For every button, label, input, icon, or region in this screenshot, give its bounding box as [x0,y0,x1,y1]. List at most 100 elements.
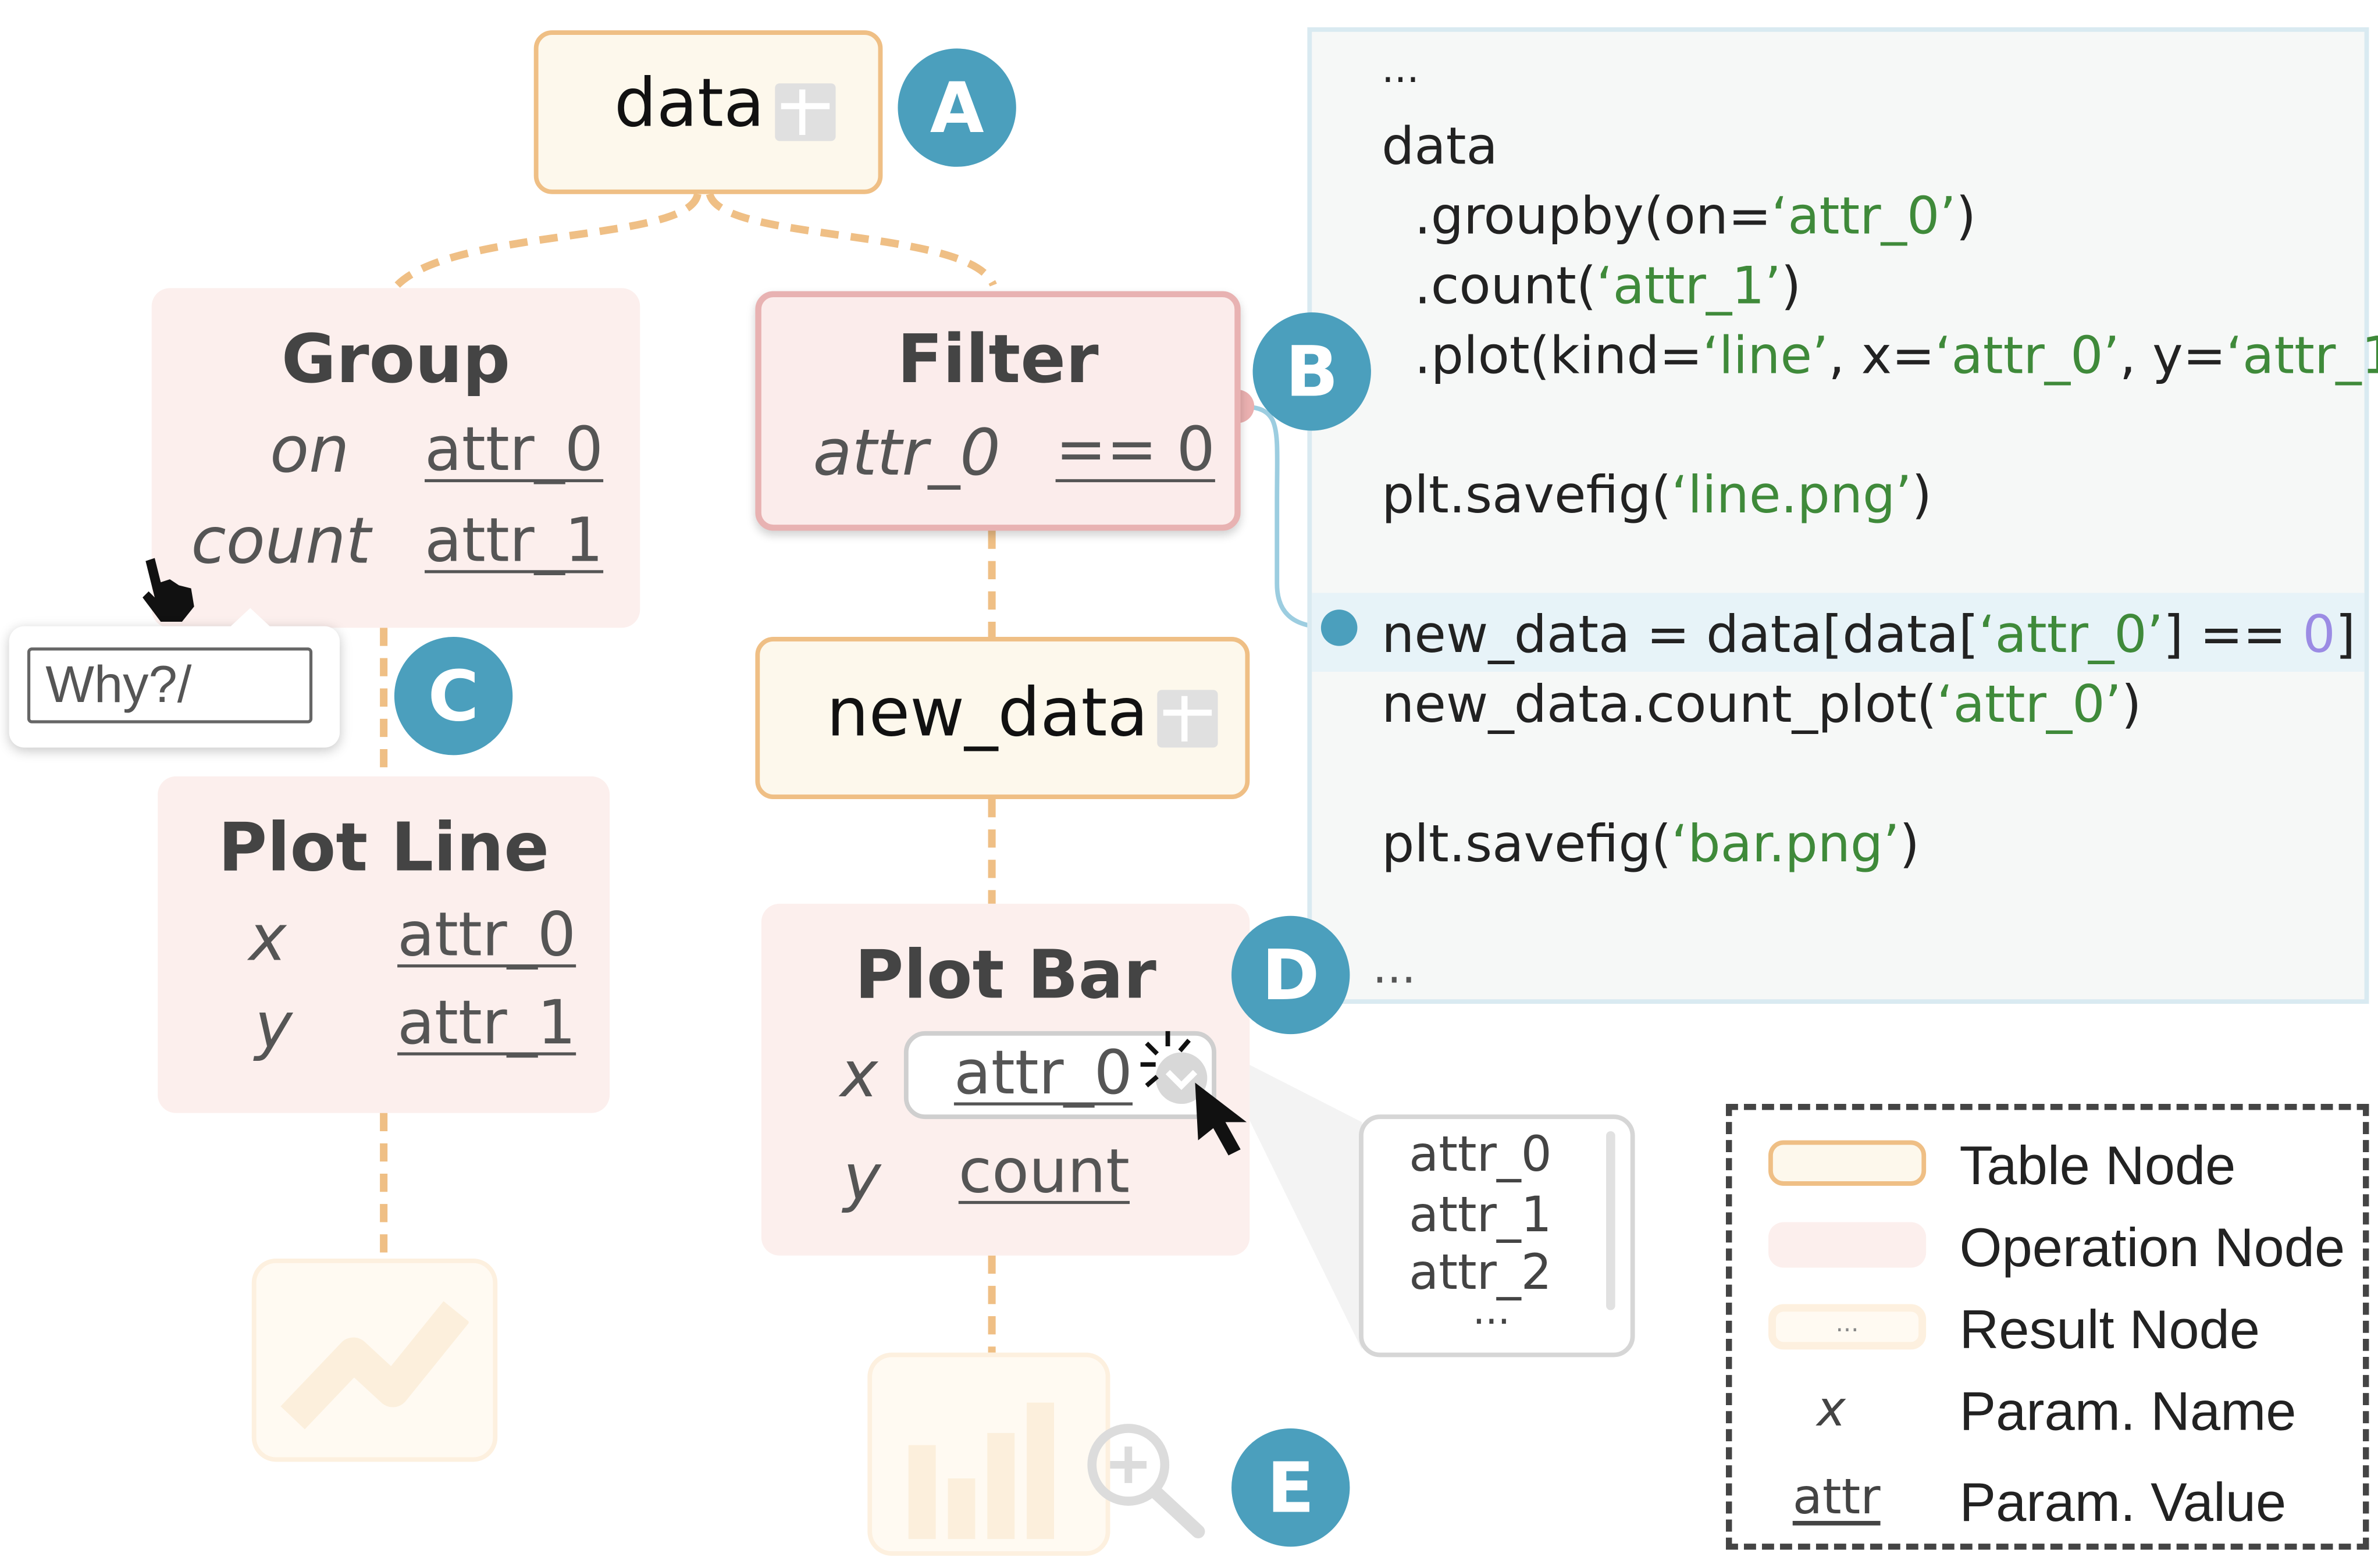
table-node-label: data [614,65,765,143]
node-title: Filter [897,321,1099,399]
param-value[interactable]: attr_1 [425,506,604,576]
table-icon [775,83,836,141]
param-value[interactable]: attr_0 [397,900,576,971]
code-token: ) [1911,465,1932,526]
code-highlight-row [1312,593,2365,672]
code-line: plt.savefig(‘bar.png’) [1382,814,1920,875]
code-token: new_data = data[data[ [1382,605,1979,666]
operation-node-plot-line[interactable]: Plot Line x attr_0 y attr_1 [158,776,610,1113]
legend-label: Table Node [1959,1134,2236,1197]
code-token: ) [1781,256,1802,317]
code-string: ‘attr_1’ [2226,326,2378,387]
line-chart-icon [280,1301,469,1430]
legend-swatch-table-node [1768,1140,1927,1186]
code-line: new_data = data[data[‘attr_0’] == 0] [1382,605,2355,665]
code-token: plt.savefig( [1382,814,1672,875]
code-string: ‘attr_0’ [1936,675,2121,736]
legend: Table Node Operation Node ... Result Nod… [1725,1104,2369,1550]
param-value[interactable]: count [958,1137,1130,1207]
node-title: Plot Bar [855,937,1156,1015]
legend-param-value-example: attr [1792,1467,1881,1526]
code-token: data [1382,116,1498,178]
code-token: ] == [2163,605,2303,666]
param-value[interactable]: attr_1 [397,988,576,1059]
edge-data-to-group [394,193,702,288]
code-string: ‘attr_0’ [1978,605,2163,666]
legend-label: Param. Name [1959,1380,2297,1442]
code-link-dot [1320,610,1358,646]
code-token: , x= [1828,326,1935,387]
code-token: ) [2121,675,2142,736]
param-value: attr_0 [953,1038,1133,1109]
code-line: .count(‘attr_1’) [1382,256,1801,317]
code-token: ) [1956,186,1977,247]
param-value[interactable]: == 0 [1055,415,1215,486]
code-token: .plot(kind= [1382,326,1703,387]
code-line: ... [1382,47,1419,92]
dropdown-option[interactable]: attr_1 [1409,1185,1552,1243]
code-line: plt.savefig(‘line.png’) [1382,465,1932,526]
legend-swatch-result-node: ... [1768,1304,1927,1350]
code-string: ‘line.png’ [1671,465,1912,526]
badge-d: D [1231,915,1350,1035]
code-line: data [1382,117,1498,177]
edge-data-to-filter [706,193,997,287]
code-line: .plot(kind=‘line’, x=‘attr_0’, y=‘attr_1… [1382,326,2378,387]
code-token: .groupby(on= [1382,186,1772,247]
badge-b: B [1252,312,1371,431]
dropdown-option[interactable]: attr_0 [1409,1125,1552,1183]
param-name: y [843,1140,881,1215]
param-value-selector[interactable]: attr_0 [903,1031,1216,1120]
legend-label: Result Node [1959,1298,2260,1360]
table-node-new-data[interactable]: new_data [755,637,1250,799]
legend-label: Operation Node [1959,1216,2345,1278]
code-string: ‘bar.png’ [1671,814,1900,875]
legend-swatch-operation-node [1768,1222,1927,1268]
dropdown-option[interactable]: attr_2 [1409,1243,1552,1301]
code-token: ) [1899,814,1920,875]
code-number: 0 [2302,605,2336,666]
code-token: ] [2335,605,2356,666]
code-token: .count( [1382,256,1597,317]
chevron-down-icon[interactable] [1151,1048,1212,1109]
popup-pointer [227,608,273,629]
code-trailing-ellipsis: ... [1372,942,1416,995]
badge-e: E [1231,1428,1350,1547]
table-node-data[interactable]: data [533,30,883,194]
code-token: ... [1382,47,1419,93]
code-string: ‘line’ [1702,326,1829,387]
badge-c: C [394,637,513,756]
cursor-icon [1140,1031,1247,1156]
code-panel: ...data .groupby(on=‘attr_0’) .count(‘at… [1307,27,2378,1004]
operation-node-filter[interactable]: Filter attr_0 == 0 [755,291,1241,531]
code-string: ‘attr_0’ [1771,186,1956,247]
param-value[interactable]: attr_0 [425,415,604,486]
dropdown-more: ... [1472,1289,1511,1335]
dropdown-list[interactable]: attr_0 attr_1 attr_2 ... [1359,1114,1635,1357]
node-title: Group [281,321,511,399]
legend-param-name-example: x [1817,1380,1846,1438]
result-node-line-chart[interactable] [251,1258,498,1462]
badge-a: A [898,48,1016,167]
code-line: .groupby(on=‘attr_0’) [1382,187,1976,247]
code-token: , y= [2119,326,2226,387]
param-name: x [840,1037,878,1112]
why-popup: Why?/ [9,608,340,748]
operation-node-group[interactable]: Group on attr_0 count attr_1 [151,288,640,628]
why-input[interactable]: Why?/ [27,647,313,724]
table-node-label: new_data [826,675,1148,753]
code-line: new_data.count_plot(‘attr_0’) [1382,675,2141,735]
code-link-line [1237,404,1335,630]
param-name: y [255,988,293,1063]
param-name: attr_0 [813,415,1001,490]
zoom-in-icon[interactable] [1080,1419,1210,1541]
result-node-bar-chart[interactable] [867,1352,1110,1556]
node-title: Plot Line [218,810,550,888]
code-token: new_data.count_plot( [1382,675,1937,736]
param-name: x [248,900,287,975]
param-name: count [191,503,371,578]
dropdown-scrollbar[interactable] [1606,1131,1615,1310]
code-string: ‘attr_1’ [1596,256,1781,317]
